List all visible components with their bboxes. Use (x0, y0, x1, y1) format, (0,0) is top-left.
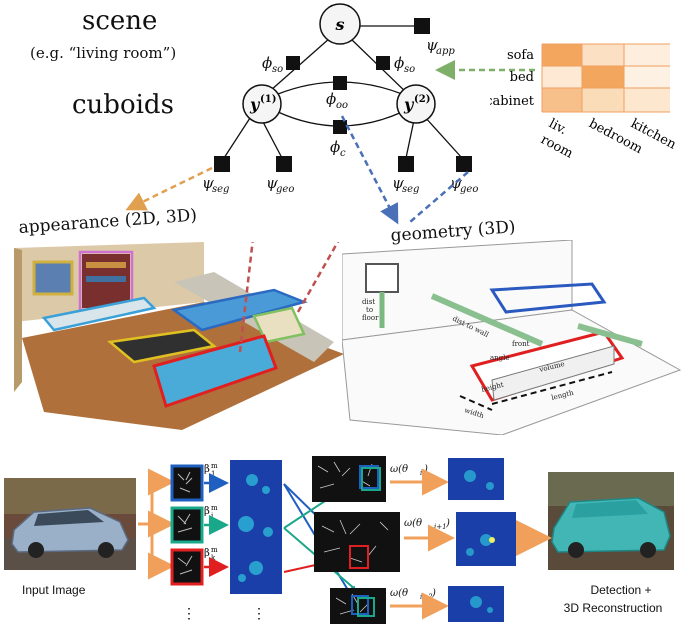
node-s-label: s (334, 15, 344, 34)
matrix-cell (542, 66, 582, 88)
psi-geo-1-factor (276, 156, 292, 172)
filter-2-sym: β (204, 506, 210, 517)
omega-2-end: ) (445, 518, 450, 529)
input-image-label: Input Image (22, 583, 86, 597)
ellipsis-heatmaps: ⋮ (252, 606, 266, 622)
node-y1-sup: (1) (260, 94, 276, 105)
omega-1-sym: ω(θ (390, 464, 408, 475)
cuboid-node-1 (242, 84, 282, 124)
psi-geo-1-label: ψ (266, 174, 278, 192)
scene-label: scene (82, 6, 158, 36)
filter-2-sup: m (211, 504, 218, 512)
phi-so-right-factor (376, 56, 390, 70)
seg-to-appearance-arrow (125, 166, 213, 211)
node-y1-label: y (249, 95, 261, 114)
omega-1-end: ) (423, 464, 428, 475)
pipeline-diagram: β m 1 β m j β m k ω(θ i ) ω(θ i+1 ) (138, 456, 552, 624)
output-car-image (548, 472, 674, 570)
scene-node (319, 3, 361, 45)
matrix-cell (542, 44, 582, 66)
phi-so-right-label: ϕ (394, 54, 404, 72)
psi-app-sub: app (436, 46, 455, 57)
filter-1-sup: m (211, 462, 218, 470)
matrix-row-bed: bed (510, 70, 534, 85)
hog-tile-1 (312, 456, 386, 502)
phi-oo-factor (333, 76, 347, 90)
omega-1-sub: i (420, 469, 422, 477)
filter-3-sub: k (211, 554, 216, 562)
psi-app-label: ψ (426, 36, 438, 54)
node-y2-sup: (2) (414, 94, 430, 105)
psi-seg-2-label: ψ (392, 174, 404, 192)
omega-2-sym: ω(θ (404, 518, 422, 529)
omega-3-end: ) (431, 588, 436, 599)
cuboid-node-2 (396, 84, 436, 124)
geom-to-label: to (366, 306, 373, 314)
node-y2-label: y (403, 95, 415, 114)
psi-geo-2-factor (456, 156, 472, 172)
omega-2-sub: i+1 (434, 523, 447, 531)
psi-app-factor (414, 18, 430, 34)
filter-1-sub: 1 (211, 470, 215, 478)
geo-to-geometry-arrow (409, 171, 469, 223)
filter-tile-3 (170, 548, 204, 586)
matrix-cell (624, 44, 670, 66)
matrix-cell (624, 66, 670, 88)
omega-3-sym: ω(θ (390, 588, 408, 599)
filter-3-sup: m (211, 546, 218, 554)
factor-graph: s y (1) y (2) ψ app ϕ so ϕ so ϕ oo ϕ c ψ… (125, 3, 535, 225)
input-car-image (4, 478, 136, 570)
geom-front-label: front (512, 340, 530, 348)
psi-geo-1-sub: geo (276, 184, 294, 195)
phi-so-left-label: ϕ (262, 54, 272, 72)
psi-seg-1-sub: seg (212, 184, 229, 195)
phi-c-factor (333, 120, 347, 134)
phi-oo-label: ϕ (326, 90, 336, 108)
phi-c-sub: c (340, 148, 346, 159)
psi-seg-2-factor (398, 156, 414, 172)
geometry-room-sketch: dist to floor dist to wall front angle v… (342, 240, 682, 435)
scene-object-matrix: sofa bed cabinet liv. room bedroom kitch… (490, 43, 679, 162)
phi-so-left-sub: so (272, 64, 283, 75)
ellipsis-filters: ⋮ (182, 606, 196, 622)
appearance-room-image (14, 242, 344, 430)
filter-1-sym: β (204, 464, 210, 475)
filter-2-sub: j (210, 512, 213, 520)
phi-so-right-sub: so (404, 64, 415, 75)
geom-angle-label: angle (490, 354, 510, 362)
oo-to-geometry-arrow (340, 115, 399, 225)
matrix-cell (582, 44, 624, 66)
matrix-row-sofa: sofa (507, 48, 534, 63)
hog-tile-2 (314, 512, 400, 572)
geom-floor-label: floor (362, 314, 379, 322)
psi-seg-2-sub: seg (402, 184, 419, 195)
heatmap-4 (448, 458, 504, 500)
matrix-cell (542, 88, 582, 112)
psi-seg-1-factor (214, 156, 230, 172)
matrix-row-cabinet: cabinet (490, 94, 535, 109)
scene-example: (e.g. “living room”) (30, 44, 177, 62)
output-label-line1: Detection + (590, 583, 652, 597)
matrix-col-room: room (538, 132, 575, 161)
cuboids-label: cuboids (72, 90, 174, 120)
matrix-cell (582, 88, 624, 112)
phi-oo-sub: oo (336, 100, 348, 111)
output-label-line2: 3D Reconstruction (563, 601, 663, 615)
filter-tile-2 (170, 506, 204, 544)
phi-c-label: ϕ (330, 138, 340, 156)
matrix-cell (582, 66, 624, 88)
filter-3-sym: β (204, 548, 210, 559)
heatmap-2 (230, 504, 282, 550)
psi-geo-2-sub: geo (460, 184, 478, 195)
psi-seg-1-label: ψ (202, 174, 214, 192)
phi-so-left-factor (286, 56, 300, 70)
geom-dist-label: dist (362, 298, 375, 306)
matrix-cell (624, 88, 670, 112)
